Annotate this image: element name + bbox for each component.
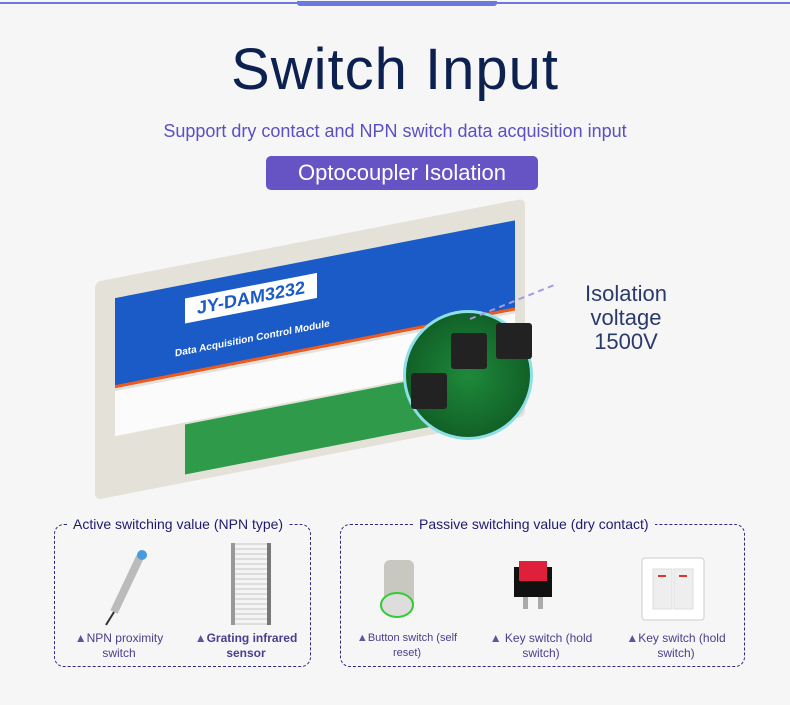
device-model: JY-DAM3232 <box>185 272 318 324</box>
callout-line1: Isolation <box>585 281 667 306</box>
active-switch-panel: Active switching value (NPN type) ▲NPN p… <box>54 516 311 667</box>
active-title: Active switching value (NPN type) <box>67 516 290 532</box>
rocker-switch-image <box>514 561 552 609</box>
passive-switch-panel: Passive switching value (dry contact) ▲B… <box>340 516 745 667</box>
isolation-callout: Isolation voltage 1500V <box>556 282 696 354</box>
optocoupler-zoom-image <box>403 310 533 440</box>
button-switch-image <box>380 560 414 618</box>
item-grating: ▲Grating infrared sensor <box>194 631 298 660</box>
passive-title: Passive switching value (dry contact) <box>413 516 655 532</box>
top-accent <box>297 1 497 6</box>
item-npn-proximity: ▲NPN proximity switch <box>74 631 164 660</box>
callout-line2: voltage 1500V <box>590 305 662 354</box>
item-key-switch-2: ▲Key switch (hold switch) <box>626 631 726 660</box>
item-button-switch: ▲Button switch (self reset) <box>356 632 458 659</box>
proximity-sensor-image <box>105 550 147 626</box>
item-key-switch-1: ▲ Key switch (hold switch) <box>489 631 593 660</box>
wall-switch-image <box>641 557 705 621</box>
grating-sensor-image <box>231 543 271 625</box>
feature-badge: Optocoupler Isolation <box>266 156 538 190</box>
subtitle: Support dry contact and NPN switch data … <box>163 121 627 141</box>
page-title: Switch Input <box>231 37 559 102</box>
